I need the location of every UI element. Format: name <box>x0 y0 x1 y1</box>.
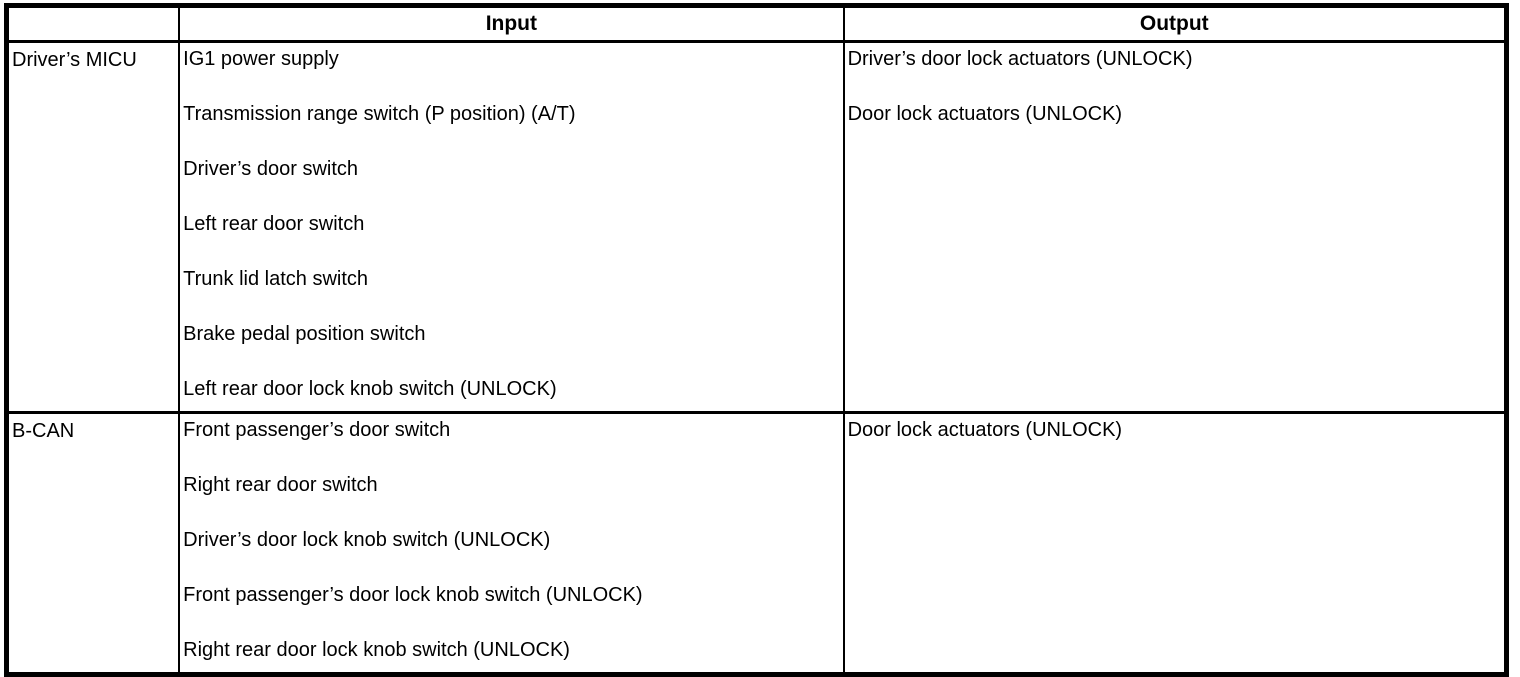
output-item: Door lock actuators (UNLOCK) <box>847 103 1123 125</box>
input-item: Left rear door switch <box>183 213 365 235</box>
source-cell: B-CAN <box>5 411 181 676</box>
output-item: Door lock actuators (UNLOCK) <box>847 419 1123 441</box>
table-row-b-can: B-CAN Front passenger’s door switch Righ… <box>5 411 1508 676</box>
input-cell: IG1 power supply Transmission range swit… <box>178 40 845 414</box>
output-cell: Driver’s door lock actuators (UNLOCK) Do… <box>842 40 1508 414</box>
input-item: IG1 power supply <box>183 48 339 70</box>
input-cell: Front passenger’s door switch Right rear… <box>178 411 845 676</box>
input-item: Right rear door lock knob switch (UNLOCK… <box>183 639 570 661</box>
header-output-cell: Output <box>842 4 1508 43</box>
input-item: Right rear door switch <box>183 474 378 496</box>
header-source-cell <box>5 4 181 43</box>
source-cell: Driver’s MICU <box>5 40 181 414</box>
input-item: Trunk lid latch switch <box>183 268 369 290</box>
source-label: Driver’s MICU <box>12 49 137 71</box>
header-row: Input Output <box>5 4 1508 43</box>
input-item: Left rear door lock knob switch (UNLOCK) <box>183 378 557 400</box>
input-output-table: Input Output Driver’s MICU IG1 power sup… <box>4 3 1509 677</box>
header-input-cell: Input <box>178 4 845 43</box>
input-item: Front passenger’s door lock knob switch … <box>183 584 643 606</box>
output-item: Driver’s door lock actuators (UNLOCK) <box>847 48 1193 70</box>
table-body: Driver’s MICU IG1 power supply Transmiss… <box>5 40 1508 676</box>
table-header: Input Output <box>5 4 1508 43</box>
table-row-drivers-micu: Driver’s MICU IG1 power supply Transmiss… <box>5 40 1508 414</box>
source-label: B-CAN <box>12 420 75 442</box>
output-cell: Door lock actuators (UNLOCK) <box>842 411 1508 676</box>
input-item: Driver’s door lock knob switch (UNLOCK) <box>183 529 551 551</box>
input-item: Front passenger’s door switch <box>183 419 451 441</box>
input-item: Brake pedal position switch <box>183 323 426 345</box>
input-item: Driver’s door switch <box>183 158 359 180</box>
input-item: Transmission range switch (P position) (… <box>183 103 576 125</box>
